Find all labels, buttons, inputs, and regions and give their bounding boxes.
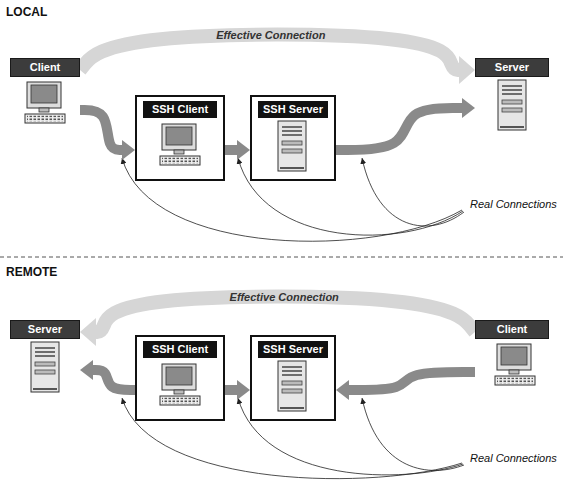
computer-icon: [25, 82, 65, 123]
callout-label: Real Connections: [470, 198, 557, 210]
leader-line: [238, 158, 463, 235]
node-label: Client: [475, 320, 549, 339]
server-icon: [278, 121, 306, 171]
leader-line: [362, 158, 464, 226]
host-node: Client: [475, 320, 549, 394]
node-label: SSH Server: [258, 341, 328, 358]
callout-label: Real Connections: [470, 452, 557, 464]
leader-line: [238, 398, 463, 475]
server-icon: [498, 80, 526, 130]
node-label: Server: [475, 58, 549, 77]
section-title: LOCAL: [6, 5, 47, 19]
section-title: REMOTE: [6, 265, 57, 279]
section-divider: [0, 257, 563, 258]
host-node: Server: [10, 320, 80, 396]
leader-line: [362, 398, 464, 470]
connection-label: Effective Connection: [213, 29, 328, 41]
node-label: SSH Server: [258, 101, 328, 118]
computer-icon: [160, 124, 200, 165]
leader-line: [122, 158, 462, 241]
ssh-box: SSH Server: [250, 335, 336, 421]
leader-lines: [122, 158, 464, 479]
ssh-box: SSH Client: [135, 335, 225, 421]
connection-arrow: [349, 372, 475, 390]
ssh-box: SSH Client: [135, 95, 225, 181]
host-node: Client: [10, 58, 80, 132]
connection-arrow: [225, 385, 237, 395]
host-node: Server: [475, 58, 549, 134]
connection-arrow: [80, 110, 122, 150]
server-icon: [31, 342, 59, 392]
computer-icon: [495, 344, 535, 385]
connection-arrow: [93, 370, 135, 390]
node-label: SSH Client: [143, 341, 217, 358]
connection-arrow: [225, 145, 237, 155]
node-label: SSH Client: [143, 101, 217, 118]
ssh-box: SSH Server: [250, 95, 336, 181]
node-label: Server: [10, 320, 80, 339]
node-label: Client: [10, 58, 80, 77]
connection-label: Effective Connection: [227, 291, 342, 303]
computer-icon: [160, 364, 200, 405]
connection-arrow: [336, 108, 462, 150]
server-icon: [278, 361, 306, 411]
